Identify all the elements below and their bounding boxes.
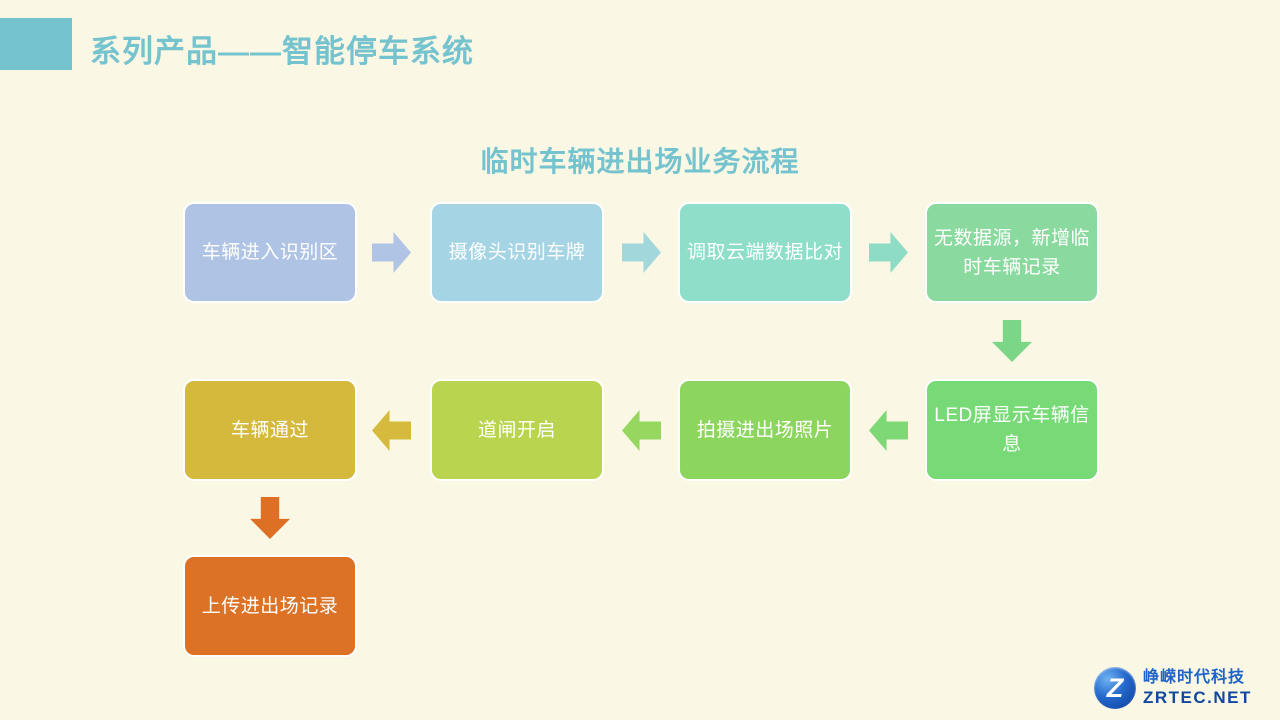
flow-node-camera-recognize: 摄像头识别车牌 — [430, 202, 604, 303]
flow-node-label: 无数据源，新增临 时车辆记录 — [933, 227, 1090, 278]
flow-node-gate-open: 道闸开启 — [430, 379, 604, 481]
flow-node-label: LED屏显示车辆信 息 — [934, 405, 1090, 455]
logo-company-name: 峥嵘时代科技 — [1143, 669, 1246, 686]
flow-node-upload-record: 上传进出场记录 — [183, 555, 357, 657]
logo-website: ZRTEC.NET — [1143, 688, 1252, 707]
arrow-right-icon-2 — [622, 232, 661, 273]
flow-node-label: 车辆通过 — [230, 419, 309, 441]
arrow-left-icon-3 — [372, 410, 411, 451]
arrow-down-icon-2 — [250, 497, 290, 539]
arrow-right-icon-3 — [869, 232, 908, 273]
slide-title: 系列产品——智能停车系统 — [90, 34, 474, 69]
flow-node-label: 拍摄进出场照片 — [696, 419, 834, 441]
logo-z-icon: Z — [1094, 667, 1136, 709]
arrow-right-icon-1 — [372, 232, 411, 273]
arrow-left-icon-1 — [869, 410, 908, 451]
title-accent-square — [0, 18, 72, 70]
flow-node-label: 调取云端数据比对 — [686, 242, 843, 263]
flow-node-label: 上传进出场记录 — [201, 595, 339, 617]
flow-node-vehicle-enter: 车辆进入识别区 — [183, 202, 357, 303]
flow-node-label: 车辆进入识别区 — [201, 242, 339, 263]
arrow-left-icon-2 — [622, 410, 661, 451]
arrow-down-icon-1 — [992, 320, 1032, 362]
flow-node-led-display: LED屏显示车辆信 息 — [925, 379, 1099, 481]
flow-node-capture-photo: 拍摄进出场照片 — [678, 379, 852, 481]
flow-node-label: 道闸开启 — [477, 419, 556, 441]
flow-node-new-temp-record: 无数据源，新增临 时车辆记录 — [925, 202, 1099, 303]
flow-node-cloud-compare: 调取云端数据比对 — [678, 202, 852, 303]
flow-node-label: 摄像头识别车牌 — [448, 242, 586, 263]
company-logo: Z 峥嵘时代科技 ZRTEC.NET — [1094, 664, 1252, 712]
flow-node-vehicle-pass: 车辆通过 — [183, 379, 357, 481]
flowchart-title: 临时车辆进出场业务流程 — [480, 146, 800, 177]
